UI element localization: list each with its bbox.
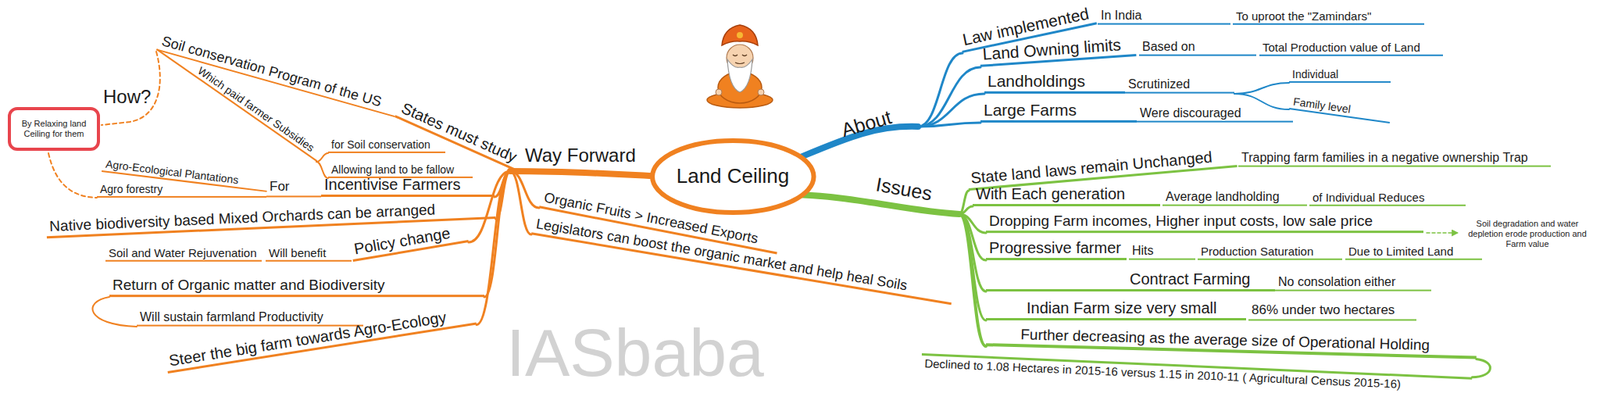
branch-label: Progressive farmer — [985, 239, 1127, 261]
branch-curve — [476, 171, 511, 325]
branch-label: of Individual Reduces — [1309, 190, 1466, 207]
branch-label: Scrutinized — [1125, 77, 1235, 94]
dashed-leader — [1426, 232, 1458, 234]
branch-label: No consolation either — [1275, 275, 1432, 292]
branch-curve — [484, 171, 511, 297]
dashed-leader — [48, 153, 97, 198]
branch-curve — [510, 171, 532, 235]
note-text: Soil degradation and water depletion ero… — [1462, 218, 1593, 250]
branch-curve — [959, 214, 986, 347]
branch-label: With Each generation — [972, 185, 1161, 207]
branch-label: Were discouraged — [1136, 106, 1293, 123]
callout-box: By Relaxing land Ceiling for them — [7, 107, 100, 151]
branch-curve — [917, 122, 981, 127]
branch-label: Due to Limited Land — [1345, 244, 1483, 261]
branch-label: Will benefit — [265, 246, 352, 262]
branch-label: Total Production value of Land — [1259, 40, 1443, 57]
branch-label: Contract Farming — [985, 270, 1275, 292]
branch-label: To uproot the "Zamindars" — [1232, 9, 1425, 25]
branch-label: Policy change — [349, 221, 468, 262]
branch-label: Family level — [1289, 94, 1392, 124]
branch-label: For — [266, 178, 322, 197]
branch-label: Return of Organic matter and Biodiversit… — [109, 276, 485, 297]
branch-label: In India — [1097, 8, 1231, 25]
branch-label: Based on — [1139, 39, 1257, 57]
branch-curve — [917, 53, 963, 127]
branch-label: Dropping Farm incomes, Higher input cost… — [985, 212, 1424, 233]
branch-label: 86% under two hectares — [1248, 302, 1417, 321]
watermark: IASbaba — [506, 314, 765, 392]
sadhu-figure — [707, 25, 773, 108]
branch-label: Further decreasing as the average size o… — [985, 325, 1477, 359]
branch-label: About — [835, 104, 898, 143]
branch-line — [92, 296, 137, 327]
node-text: Land Ceiling — [676, 164, 790, 189]
branch-label: Landholdings — [984, 71, 1125, 94]
branch-label: Way Forward — [521, 144, 640, 168]
branch-label: States must study — [394, 97, 523, 171]
branch-label: Agro forestry — [96, 182, 267, 198]
branch-label: Individual — [1289, 67, 1391, 83]
dashed-leader — [101, 51, 161, 125]
branch-curve — [316, 153, 329, 162]
branch-label: for Soil conservation — [328, 138, 446, 154]
branch-line — [510, 171, 661, 177]
branch-curve — [1234, 93, 1290, 110]
branch-line — [796, 194, 960, 215]
ellipse-shape — [652, 140, 815, 213]
branch-label: Declined to 1.08 Hectares in 2015-16 ver… — [921, 353, 1472, 394]
branch-label: Trapping farm families in a negative own… — [1238, 150, 1551, 168]
branch-label: Average landholding — [1162, 189, 1308, 207]
node-text: By Relaxing land Ceiling for them — [15, 118, 93, 140]
branch-label: Hits — [1128, 243, 1196, 261]
branch-curve — [917, 93, 985, 127]
branch-label: Large Farms — [980, 100, 1137, 123]
branch-label: State land laws remain Unchanged — [967, 146, 1238, 191]
branch-label: Production Saturation — [1197, 244, 1343, 261]
branch-curve — [1234, 82, 1290, 94]
branch-label: Soil conservation Program of the US — [156, 32, 400, 118]
question-label: How? — [103, 85, 151, 108]
branch-label: Incentivise Farmers — [321, 175, 495, 197]
branch-line — [1471, 358, 1490, 377]
branch-label: Indian Farm size very small — [985, 299, 1247, 321]
branch-label: Will sustain farmland Productivity — [136, 310, 364, 327]
branch-label: Soil and Water Rejuvenation — [105, 246, 262, 262]
central-ellipse: Land Ceiling — [649, 137, 818, 216]
